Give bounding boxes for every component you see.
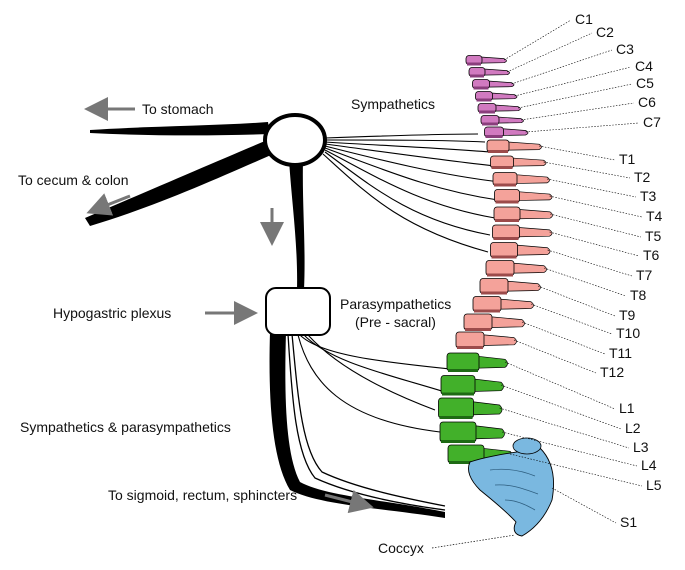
label-t9: T9 [619, 307, 636, 323]
stomach-branch [90, 122, 270, 136]
label-t2: T2 [634, 169, 651, 185]
vertebra-s1 [468, 437, 554, 537]
vertebra-c2 [468, 67, 510, 78]
label-t4: T4 [646, 208, 663, 224]
vertebra-t5 [493, 206, 553, 222]
vertebra-t10 [472, 296, 534, 313]
label-t5: T5 [645, 228, 662, 244]
lower-strand-2 [291, 333, 446, 507]
label-t3: T3 [640, 188, 657, 204]
label-c4: C4 [635, 58, 653, 74]
label-t6: T6 [643, 247, 660, 263]
label-t11: T11 [609, 345, 632, 361]
coccyx-leader [431, 534, 516, 549]
vertebra-l4 [439, 421, 505, 443]
upper-trunk [289, 160, 305, 290]
vertebra-l1 [446, 352, 508, 372]
vertebra-t8 [485, 260, 547, 277]
vertebra-c3 [472, 79, 515, 90]
vertebra-c4 [475, 91, 518, 102]
label-s1: S1 [620, 514, 637, 530]
text-labels: To stomach To cecum & colon Sympathetics… [18, 96, 451, 556]
cecum-colon-branch [85, 138, 278, 226]
label-l4: L4 [641, 457, 657, 473]
hypogastric-plexus-box [265, 287, 331, 336]
label-c1: C1 [575, 11, 593, 27]
pre-sacral-label: (Pre - sacral) [355, 314, 436, 330]
hypogastric-plexus-label: Hypogastric plexus [53, 305, 171, 321]
vertebra-l3 [438, 397, 503, 419]
label-c2: C2 [596, 24, 614, 40]
vertebra-c5 [477, 103, 521, 114]
label-l2: L2 [625, 420, 641, 436]
vertebra-c7 [484, 126, 529, 138]
label-t1: T1 [619, 151, 636, 167]
sigmoid-arrow [324, 489, 374, 514]
nerve-trunks [85, 122, 446, 518]
vertebra-t7 [490, 242, 551, 259]
vertebra-t11 [463, 313, 525, 331]
label-t7: T7 [636, 267, 653, 283]
lower-strand-1 [287, 333, 446, 511]
vertebra-t3 [492, 172, 550, 187]
to-cecum-colon-label: To cecum & colon [18, 172, 129, 188]
vertebral-column [438, 55, 554, 537]
symp-parasymp-label: Sympathetics & parasympathetics [20, 419, 231, 435]
pelvic-nerves [297, 334, 461, 433]
vertebra-t4 [494, 189, 553, 204]
coccyx-label: Coccyx [378, 540, 424, 556]
sympathetic-nerve-fan [322, 133, 501, 253]
label-t10: T10 [616, 325, 640, 341]
label-leader-lines [499, 19, 643, 524]
label-l3: L3 [633, 439, 649, 455]
label-t8: T8 [630, 287, 647, 303]
label-l5: L5 [646, 477, 662, 493]
label-l1: L1 [619, 400, 635, 416]
colon-arrow [86, 193, 131, 216]
vertebra-t6 [492, 224, 553, 240]
ganglion-node [263, 113, 327, 167]
to-sigmoid-label: To sigmoid, rectum, sphincters [108, 487, 297, 503]
vertebra-t12 [455, 331, 517, 349]
label-c3: C3 [616, 41, 634, 57]
to-stomach-label: To stomach [142, 101, 214, 117]
label-c5: C5 [636, 75, 654, 91]
vertebra-labels: C1C2C3C4C5C6C7T1T2T3T4T5T6T7T8T9T10T11T1… [575, 11, 663, 530]
label-c7: C7 [643, 114, 661, 130]
sympathetics-label: Sympathetics [351, 96, 435, 112]
label-t12: T12 [600, 364, 624, 380]
vertebra-t1 [486, 139, 542, 153]
vertebra-c6 [480, 115, 524, 126]
vertebra-l2 [440, 375, 504, 396]
parasympathetics-label: Parasympathetics [340, 296, 451, 312]
vertebra-c1 [465, 55, 507, 66]
vertebra-t9 [479, 278, 541, 295]
direction-arrows [84, 97, 374, 514]
label-c6: C6 [638, 94, 656, 110]
vertebra-t2 [490, 155, 547, 169]
